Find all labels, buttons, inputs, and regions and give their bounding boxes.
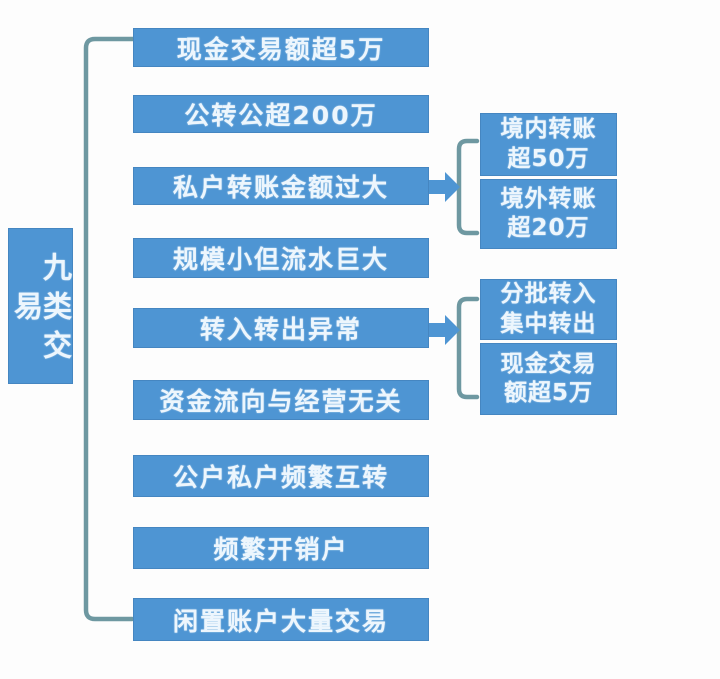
node-label-line: 集中转出 (500, 310, 597, 337)
arrow-right-icon (429, 315, 460, 345)
node-label: 频繁开销户 (213, 535, 349, 564)
node-label: 规模小但流水巨大 (172, 245, 389, 274)
branch-bracket-1 (456, 138, 480, 236)
root-node-nine-transaction-types: 九类交易 (8, 228, 73, 384)
node-frequent-public-private-transfers: 公户私户频繁互转 (133, 455, 429, 497)
node-label-line: 额超5万 (503, 380, 593, 406)
left-bracket-connector (83, 36, 137, 622)
arrow-right-icon (429, 172, 460, 202)
node-idle-account-large-trading: 闲置账户大量交易 (133, 598, 429, 641)
root-node-label: 九类交易 (9, 251, 73, 369)
node-funds-unrelated-to-business: 资金流向与经营无关 (133, 380, 429, 420)
node-label: 转入转出异常 (199, 315, 362, 344)
node-label: 现金交易额超5万 (176, 34, 386, 64)
node-cash-transactions-over-5w-sub: 现金交易 额超5万 (480, 343, 617, 415)
node-overseas-transfer-over-20w: 境外转账 超20万 (480, 179, 617, 249)
node-cash-transactions-over-5w: 现金交易额超5万 (133, 28, 429, 67)
node-label: 资金流向与经营无关 (159, 387, 403, 416)
node-domestic-transfer-over-50w: 境内转账 超50万 (480, 113, 617, 176)
node-label-line: 分批转入 (500, 281, 597, 308)
node-label-line: 境外转账 (500, 185, 597, 212)
node-corporate-transfer-over-200w: 公转公超200万 (133, 95, 429, 133)
branch-bracket-2 (456, 296, 480, 400)
node-label-line: 超20万 (507, 215, 590, 241)
node-label: 公户私户频繁互转 (172, 463, 389, 492)
node-label-line: 超50万 (507, 145, 590, 172)
node-private-transfer-amount-large: 私户转账金额过大 (133, 167, 429, 205)
node-small-scale-huge-flow: 规模小但流水巨大 (133, 238, 429, 278)
node-label-line: 境内转账 (500, 116, 597, 143)
node-label: 闲置账户大量交易 (172, 606, 389, 636)
node-label-line: 现金交易 (500, 350, 597, 377)
node-label: 公转公超200万 (184, 101, 378, 130)
node-label: 私户转账金额过大 (172, 173, 389, 202)
node-abnormal-transfers-in-out: 转入转出异常 (133, 308, 429, 348)
node-batch-in-concentrated-out: 分批转入 集中转出 (480, 279, 617, 340)
node-frequent-account-open-close: 频繁开销户 (133, 527, 429, 569)
